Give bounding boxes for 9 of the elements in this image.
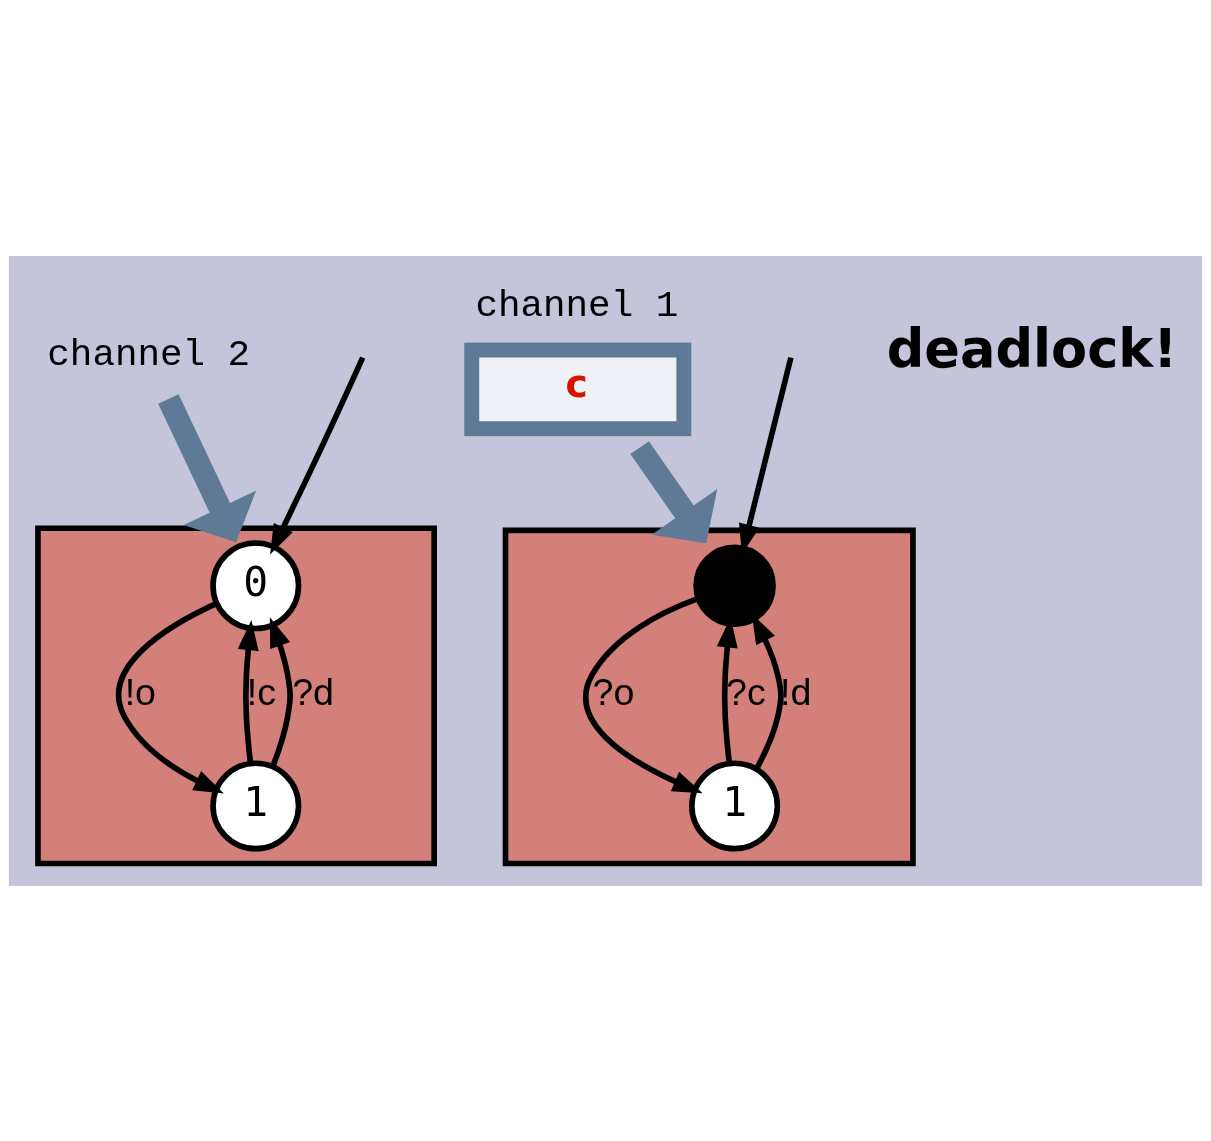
edge-label: ?o — [592, 670, 635, 713]
edge-label: !c — [246, 670, 277, 713]
edge-label: ?c — [726, 670, 766, 713]
label: deadlock! — [886, 317, 1178, 379]
edge-label: !d — [779, 670, 812, 713]
node-label: channel 1 — [475, 284, 679, 327]
edge-label: ?d — [292, 670, 334, 713]
edge-label: !o — [124, 670, 156, 713]
node-text: channel 2 — [47, 333, 251, 376]
